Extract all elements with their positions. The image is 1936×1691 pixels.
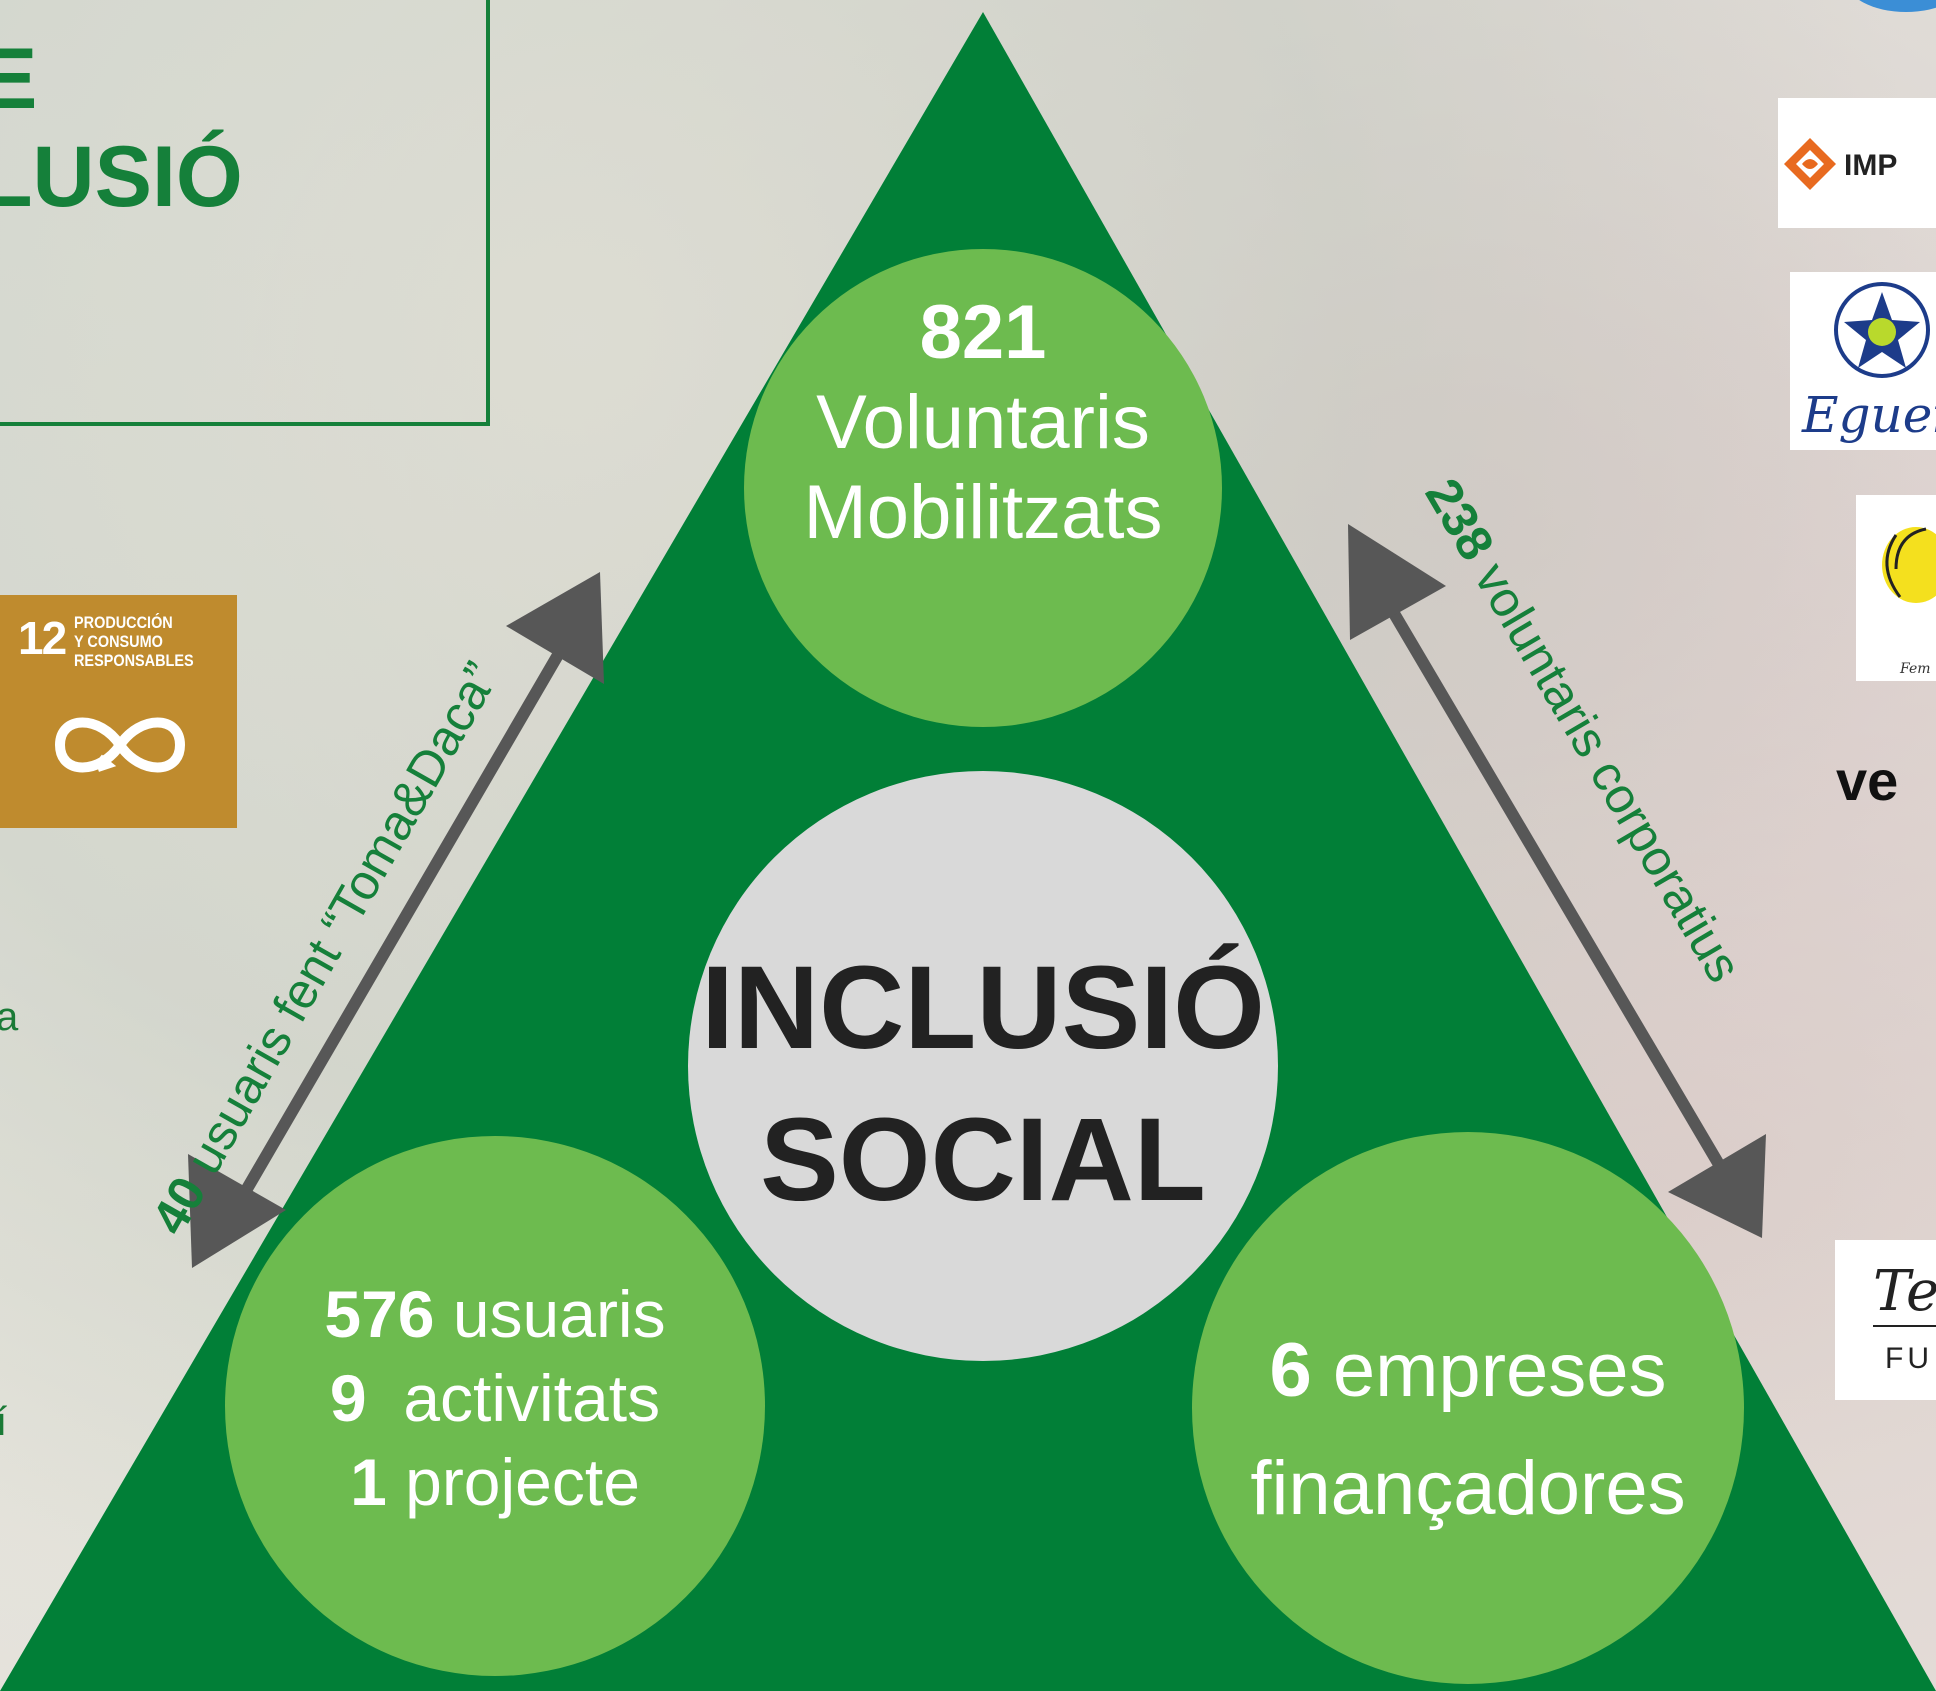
ver-logo-mark: ve <box>1836 749 1898 812</box>
telefonica-fundacion-logo: Te FU <box>1835 1240 1936 1400</box>
telefonica-logo-mark: Te FU <box>1873 1259 1936 1375</box>
fem-logo-mark: Fem <box>1882 527 1936 677</box>
center-line-2: SOCIAL <box>760 1094 1206 1226</box>
activities-line: 9 activitats <box>329 1361 661 1435</box>
egueiro-logo: Eguei <box>1790 272 1936 450</box>
volunteers-count: 821 <box>919 290 1047 375</box>
title-line-2: LUSIÓ <box>0 129 243 225</box>
bottom-right-bubble-text: 6 empreses finançadores <box>1192 1312 1744 1548</box>
svg-text:ve: ve <box>1836 749 1898 812</box>
page-title: E LUSIÓ <box>0 30 243 226</box>
svg-text:Te: Te <box>1873 1259 1936 1324</box>
top-bubble-text: 821 Voluntaris Mobilitzats <box>743 288 1223 558</box>
title-line-1: E <box>0 31 38 127</box>
right-arrow-head-bottom <box>1668 1134 1766 1238</box>
sdg-label: PRODUCCIÓN Y CONSUMO RESPONSABLES <box>74 613 194 670</box>
right-arrow-shaft <box>1386 606 1740 1194</box>
title-box <box>0 0 490 426</box>
side-text-fragment: í <box>0 1400 8 1444</box>
volunteers-label-2: Mobilitzats <box>803 470 1163 555</box>
top-bubble <box>744 249 1222 727</box>
sdg-12-tile: 12 PRODUCCIÓN Y CONSUMO RESPONSABLES <box>0 595 237 828</box>
right-arrow-head-top <box>1348 524 1446 640</box>
left-arrow-shaft <box>224 644 568 1222</box>
sdg-number: 12 <box>18 612 67 664</box>
ver-logo: ve <box>1836 740 1936 816</box>
svg-text:Fem: Fem <box>1899 661 1931 677</box>
funders-line: finançadores <box>1250 1446 1686 1531</box>
svg-text:IMP: IMP <box>1844 149 1897 182</box>
center-text: INCLUSIÓ SOCIAL <box>688 932 1278 1236</box>
left-arrow-head-bottom <box>188 1154 286 1268</box>
blue-logo-fragment <box>1859 0 1936 12</box>
bottom-right-bubble <box>1192 1132 1744 1684</box>
volunteers-label-1: Voluntaris <box>816 380 1150 465</box>
bottom-left-bubble <box>225 1136 765 1676</box>
svg-text:FU: FU <box>1885 1342 1933 1375</box>
impulsa-logo: IMP <box>1778 98 1936 228</box>
svg-text:Eguei: Eguei <box>1801 386 1936 444</box>
center-line-1: INCLUSIÓ <box>701 942 1265 1074</box>
impulsa-logo-mark: IMP <box>1784 138 1897 190</box>
center-bubble <box>688 771 1278 1361</box>
infinity-icon <box>54 717 186 773</box>
project-line: 1 projecte <box>350 1445 640 1519</box>
side-text-fragment: a <box>0 995 19 1039</box>
companies-line: 6 empreses <box>1269 1328 1667 1413</box>
fem-logo: Fem <box>1856 495 1936 681</box>
left-arrow-head-top <box>506 572 604 684</box>
egueiro-logo-mark: Eguei <box>1801 282 1936 444</box>
bottom-left-bubble-text: 576 usuaris 9 activitats 1 projecte <box>240 1272 750 1524</box>
users-line: 576 usuaris <box>324 1277 666 1351</box>
